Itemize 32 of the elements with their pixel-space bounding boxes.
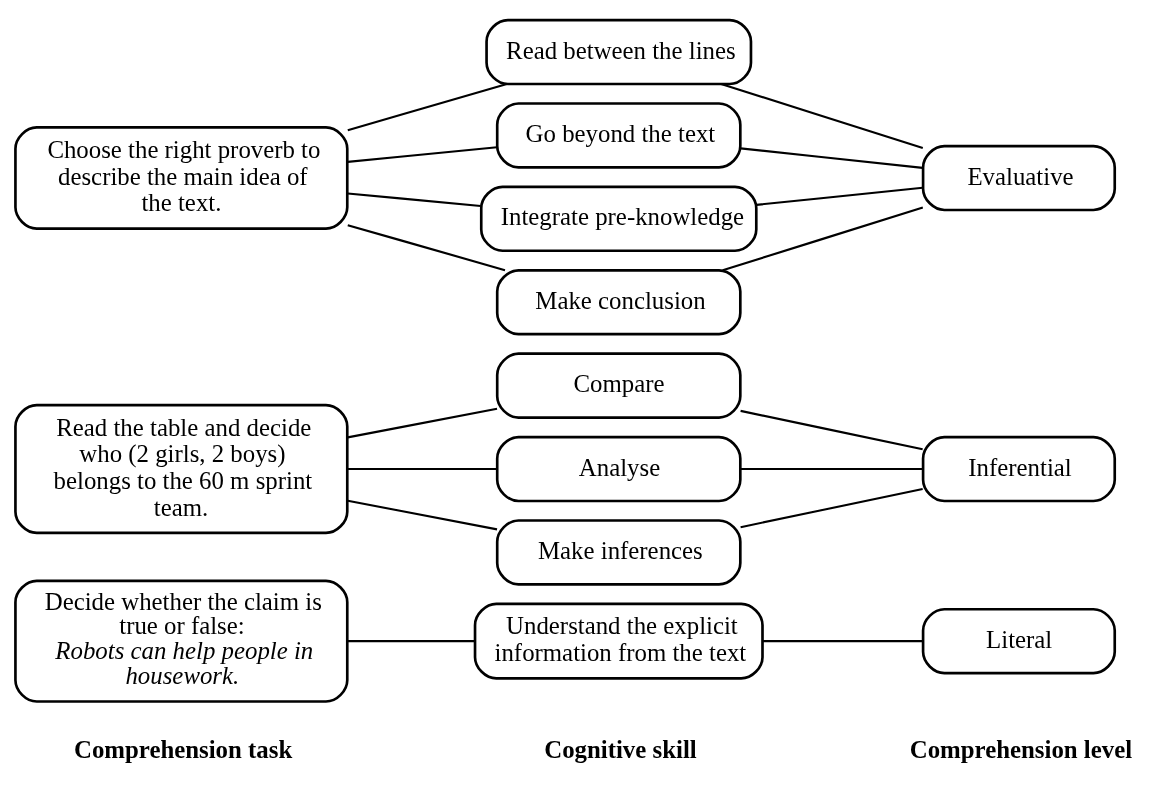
node-box: Go beyond the text (495, 101, 742, 169)
node-box: Read between the lines (485, 18, 753, 85)
connector (347, 82, 508, 131)
connector (347, 223, 506, 271)
connector (762, 639, 923, 642)
node-box: Read the table and decide who (2 girls, 2 boys) belongs to the 60 m sprint team. (14, 403, 349, 534)
node-box: Make inferences (495, 518, 742, 586)
connector (720, 82, 924, 149)
connector (347, 407, 498, 438)
node-box: Compare (495, 351, 742, 419)
connector (347, 145, 498, 163)
node-box: Analyse (495, 435, 742, 502)
connector (756, 186, 923, 206)
connector (740, 467, 923, 470)
connector (740, 487, 923, 528)
node-box: Make conclusion (495, 268, 742, 335)
node-box: Understand the explicit information from the text (473, 602, 764, 680)
connector (347, 191, 481, 207)
label: Comprehension level (909, 735, 1133, 763)
connector (347, 639, 475, 642)
connector (740, 409, 923, 450)
connector (347, 499, 498, 530)
node-box: Evaluative (921, 144, 1117, 211)
node-box: Choose the right proverb to describe the main idea of the text. (14, 125, 349, 230)
node-box: Inferential (921, 435, 1117, 502)
connector (347, 467, 498, 470)
connector (740, 146, 923, 169)
node-box: Decide whether the claim is true or false: Robots can help people in housework. (14, 579, 349, 703)
label: Comprehension task (74, 735, 293, 763)
node-box: Integrate pre-knowledge (479, 185, 758, 252)
node-box: Literal (921, 607, 1117, 674)
label: Cognitive skill (544, 735, 697, 763)
